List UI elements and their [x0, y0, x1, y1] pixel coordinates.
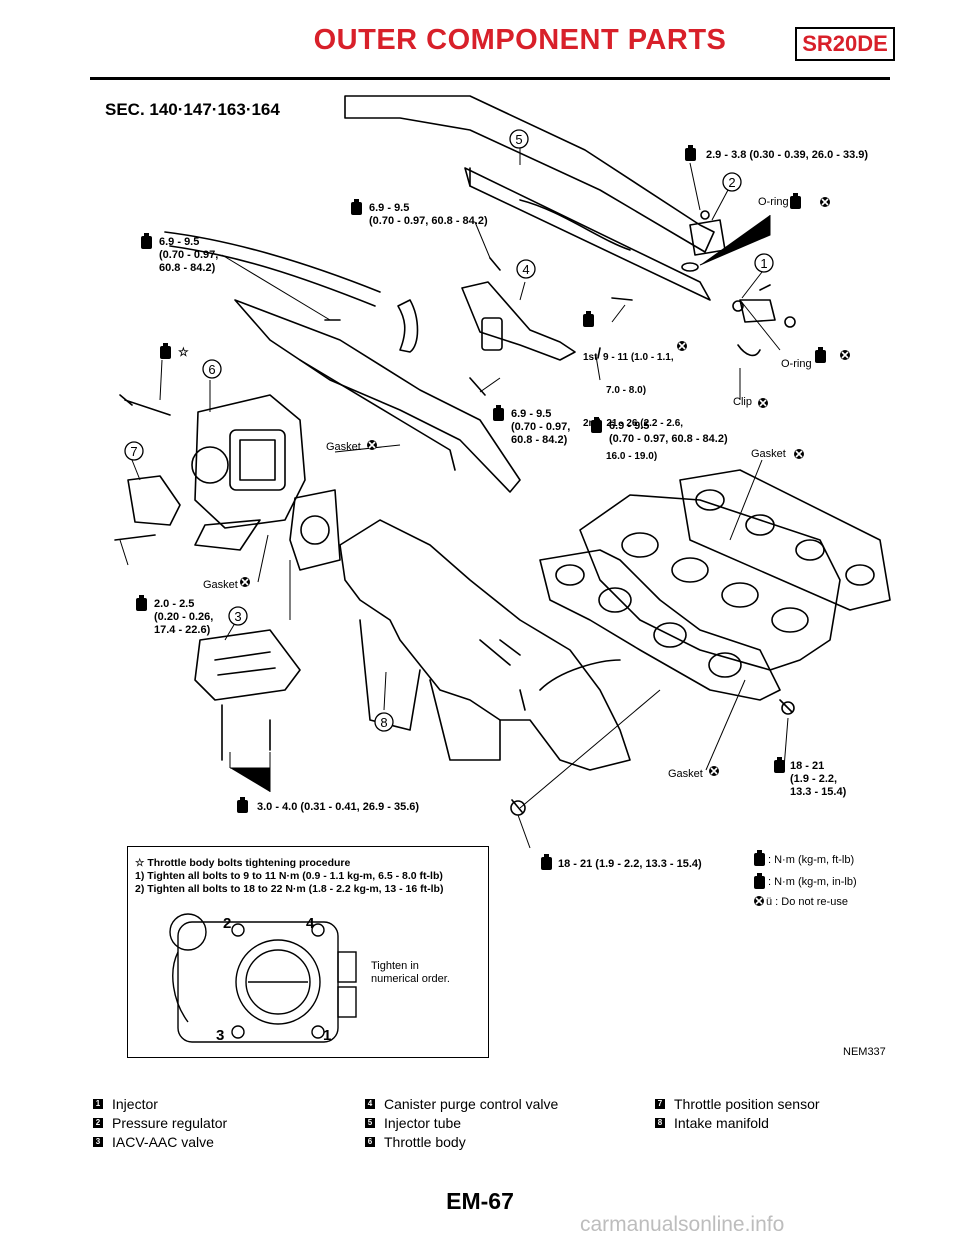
- callout-num-5: 5: [515, 132, 522, 147]
- fuel-hose: [164, 231, 381, 307]
- torque-nut-bottom: 18 - 21 (1.9 - 2.2, 13.3 - 15.4): [558, 858, 702, 870]
- tighten-order-note: Tighten in numerical order.: [371, 960, 450, 985]
- label-oring-side: O-ring: [781, 358, 812, 370]
- svg-text:3: 3: [216, 1027, 224, 1044]
- pressure-regulator: [689, 219, 726, 256]
- legend-nm-ftlb: : N·m (kg-m, ft-lb): [768, 854, 855, 866]
- throttle-position-sensor: [127, 475, 181, 526]
- throttle-body: [194, 394, 306, 529]
- torque-wrench-icons: [136, 145, 826, 889]
- svg-text:1: 1: [323, 1027, 331, 1044]
- throttle-body-order-diagram: 2 4 3 1: [169, 913, 357, 1044]
- torque-two-stage: 1st 9 - 11 (1.0 - 1.1, 7.0 - 8.0) 2nd 21…: [583, 352, 684, 462]
- label-gasket-throttle: Gasket: [203, 579, 238, 591]
- callout-num-7: 7: [130, 444, 137, 459]
- callout-7: [124, 441, 144, 461]
- svg-text:4: 4: [306, 915, 315, 932]
- injector: [739, 284, 776, 323]
- torque-regulator-bolt: 2.9 - 3.8 (0.30 - 0.39, 26.0 - 33.9): [706, 149, 869, 161]
- callout-num-4: 4: [522, 262, 529, 277]
- callout-6: [202, 359, 222, 379]
- intake-manifold: [339, 519, 631, 771]
- torque-iacv-bolt: 3.0 - 4.0 (0.31 - 0.41, 26.9 - 35.6): [257, 801, 420, 813]
- iacv-aac-valve: [194, 629, 301, 701]
- gasket-throttle: [289, 489, 341, 571]
- gasket-right: [679, 469, 891, 611]
- callout-num-6: 6: [208, 362, 215, 377]
- callout-1: [754, 253, 774, 273]
- legend-no-reuse: ü : Do not re-use: [766, 896, 848, 908]
- do-not-reuse-icons: [239, 196, 851, 907]
- svg-text:2: 2: [223, 915, 231, 932]
- canister-purge-valve: [461, 281, 576, 361]
- callout-2: [722, 172, 742, 192]
- label-gasket-right: Gasket: [751, 448, 786, 460]
- header-rule: [90, 77, 890, 80]
- page-number: EM-67: [446, 1188, 514, 1214]
- torque-mid-bolt: 6.9 - 9.5(0.70 - 0.97,60.8 - 84.2): [511, 408, 571, 446]
- callout-num-3: 3: [234, 609, 241, 624]
- callout-num-8: 8: [380, 715, 387, 730]
- torque-tube-bolt: 6.9 - 9.5(0.70 - 0.97, 60.8 - 84.2): [369, 202, 488, 227]
- manifold-flange: [579, 494, 841, 671]
- callout-num-1: 1: [760, 256, 767, 271]
- section-code: SEC. 140·147·163·164: [105, 100, 280, 119]
- callout-4: [516, 259, 536, 279]
- torque-tps-screw: 2.0 - 2.5(0.20 - 0.26,17.4 - 22.6): [154, 598, 214, 636]
- callout-5: [509, 129, 529, 149]
- torque-nut-right: 18 - 21(1.9 - 2.2,13.3 - 15.4): [790, 760, 847, 798]
- tightening-procedure-box: ☆ Throttle body bolts tightening procedu…: [127, 846, 489, 1058]
- label-gasket-center: Gasket: [326, 441, 361, 453]
- label-oring-top: O-ring: [758, 196, 789, 208]
- torque-left-bolt: 6.9 - 9.5(0.70 - 0.97,60.8 - 84.2): [159, 236, 219, 274]
- engine-code-badge: SR20DE: [795, 27, 895, 61]
- callout-num-2: 2: [728, 175, 735, 190]
- callout-3: [228, 606, 248, 626]
- figure-id: NEM337: [843, 1046, 886, 1058]
- label-clip: Clip: [733, 396, 752, 408]
- star-marker: ☆: [178, 345, 189, 359]
- watermark: carmanualsonline.info: [580, 1213, 785, 1236]
- tightening-procedure-text: ☆ Throttle body bolts tightening procedu…: [135, 857, 444, 895]
- legend-nm-inlb: : N·m (kg-m, in-lb): [768, 876, 857, 888]
- injector-tube: [344, 95, 715, 253]
- callout-8: [374, 712, 394, 732]
- label-gasket-bottom: Gasket: [668, 768, 703, 780]
- gasket-center: [539, 549, 781, 701]
- page-title: OUTER COMPONENT PARTS: [313, 24, 727, 56]
- torque-mid2-bolt: 6.9 - 9.5(0.70 - 0.97, 60.8 - 84.2): [609, 420, 728, 445]
